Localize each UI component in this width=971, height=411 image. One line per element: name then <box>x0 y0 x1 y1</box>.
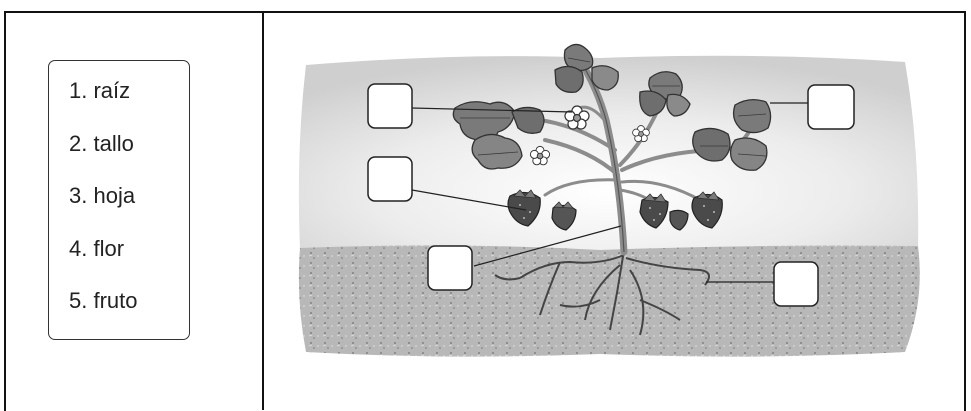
soil-ground <box>299 245 920 356</box>
leaf <box>592 66 618 90</box>
answer-box-flower[interactable] <box>368 84 412 128</box>
answer-box-root[interactable] <box>774 262 818 306</box>
answer-box-leaf[interactable] <box>808 85 854 129</box>
leaf <box>555 66 583 92</box>
answer-box-stem[interactable] <box>428 246 472 290</box>
leaf <box>731 138 767 170</box>
answer-box-fruit[interactable] <box>368 157 412 201</box>
